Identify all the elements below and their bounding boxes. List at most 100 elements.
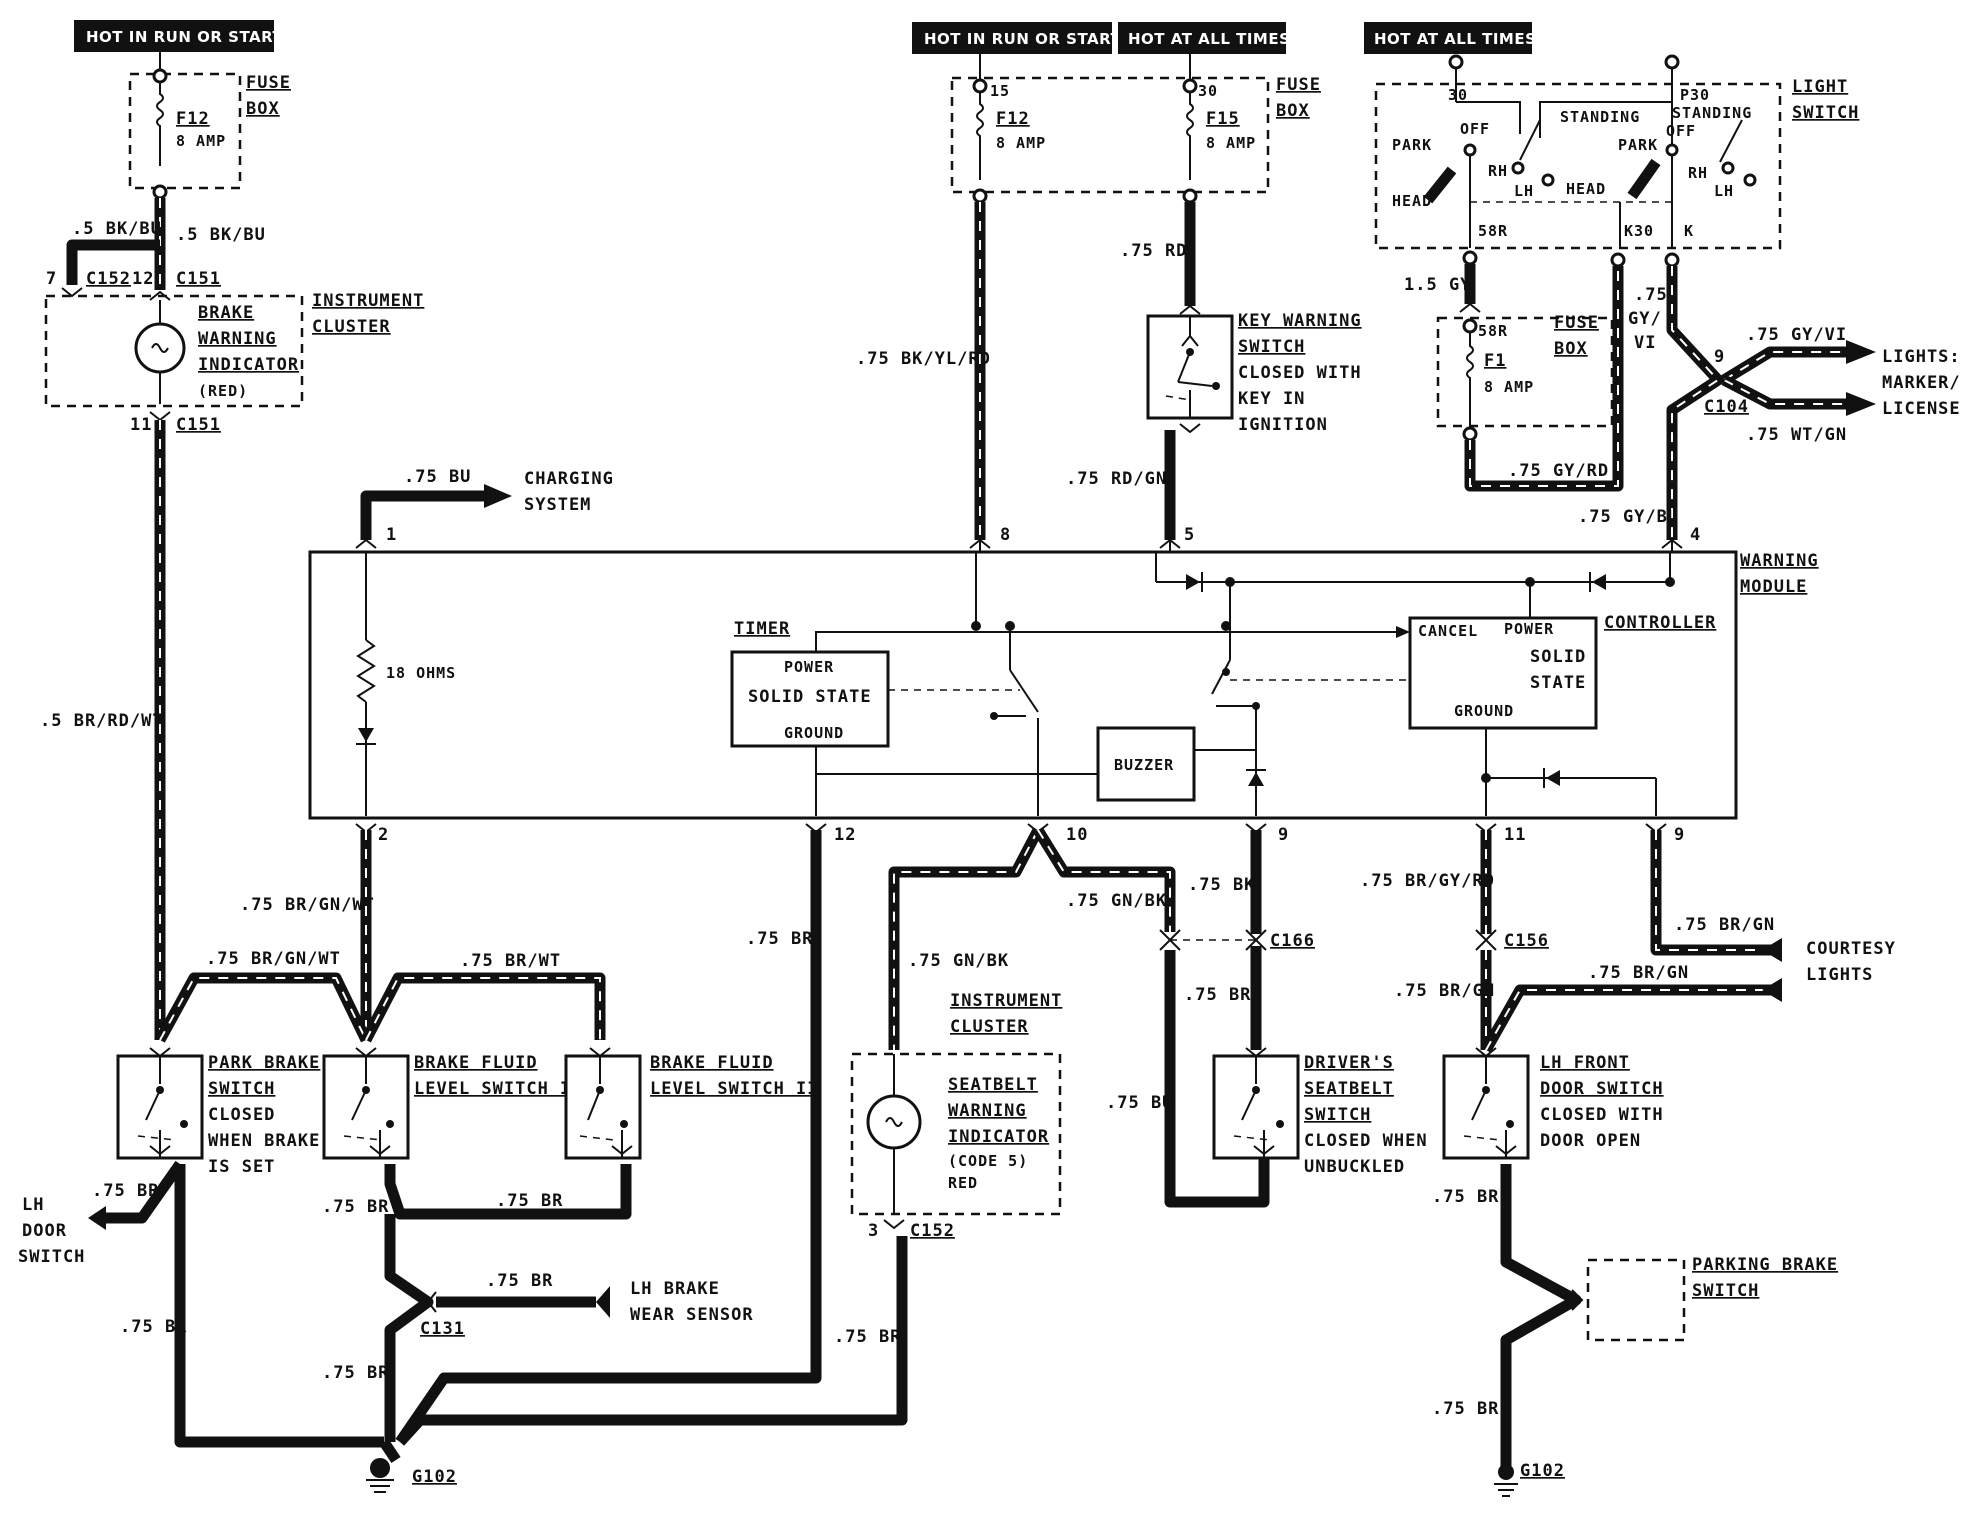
diagram-label: CLOSED WITH xyxy=(1540,1105,1664,1125)
diagram-label: CANCEL xyxy=(1418,622,1478,640)
diagram-label: .75 BR/GN xyxy=(1588,963,1689,983)
key-warning-switch: KEY WARNING SWITCH CLOSED WITH KEY IN IG… xyxy=(1146,311,1362,435)
diagram-label: K30 xyxy=(1624,222,1654,240)
diagram-label: LH BRAKE xyxy=(630,1279,720,1299)
diagram-label: CLOSED xyxy=(208,1105,275,1125)
diagram-label: IGNITION xyxy=(1238,415,1328,435)
diagram-label: 8 AMP xyxy=(1484,378,1534,396)
instrument-cluster-top: BRAKE WARNING INDICATOR (RED) INSTRUMENT… xyxy=(44,291,423,408)
diagram-label: (RED) xyxy=(198,382,248,400)
diagram-label: POWER xyxy=(1504,620,1554,638)
supply-label-mid-run: HOT IN RUN OR START xyxy=(912,22,1121,54)
diagram-label: .75 BU xyxy=(404,467,471,487)
diagram-label: .75 BR xyxy=(834,1327,901,1347)
fuse-box-title: FUSE xyxy=(1554,313,1599,333)
diagram-label: BRAKE FLUID xyxy=(650,1053,774,1073)
diagram-label: SWITCH xyxy=(1304,1105,1371,1125)
diagram-label: SWITCH xyxy=(208,1079,275,1099)
fuse-rating: 8 AMP xyxy=(176,132,226,150)
diagram-label: .75 BR xyxy=(322,1363,389,1383)
diagram-label: .75 GN/BK xyxy=(908,951,1009,971)
diagram-label: MARKER/ xyxy=(1882,373,1961,393)
brake-fluid-level-switch-2: BRAKE FLUID LEVEL SWITCH II xyxy=(564,1047,819,1160)
diagram-label: 18 OHMS xyxy=(386,664,456,682)
diagram-label: 8 AMP xyxy=(1206,134,1256,152)
diagram-label: .75 WT/GN xyxy=(1746,425,1847,445)
diagram-label: LIGHTS: xyxy=(1882,347,1961,367)
diagram-label: RH xyxy=(1488,162,1508,180)
diagram-label: GY/ xyxy=(1628,309,1662,329)
cluster-title: CLUSTER xyxy=(312,317,391,337)
diagram-label: 10 xyxy=(1066,825,1088,845)
fuse-box-left: F12 8 AMP FUSE BOX xyxy=(128,52,290,200)
cluster-title: CLUSTER xyxy=(950,1017,1029,1037)
diagram-label: 7 xyxy=(46,269,57,289)
diagram-label: HOT AT ALL TIMES xyxy=(1128,30,1290,48)
diagram-label: C152 xyxy=(86,269,131,289)
diagram-label: IS SET xyxy=(208,1157,275,1177)
diagram-label: .75 GN/BK xyxy=(1066,891,1167,911)
diagram-label: .75 BK/YL/RD xyxy=(856,349,991,369)
buzzer-label: BUZZER xyxy=(1114,756,1174,774)
diagram-label: LH xyxy=(1514,182,1534,200)
diagram-label: HEAD xyxy=(1392,192,1432,210)
diagram-label: 9 xyxy=(1714,347,1725,367)
diagram-label: OFF xyxy=(1666,122,1696,140)
diagram-label: F12 xyxy=(996,109,1030,129)
timer-label: TIMER xyxy=(734,619,790,639)
diagram-label: SWITCH xyxy=(1692,1281,1759,1301)
diagram-label: HOT IN RUN OR START xyxy=(86,28,284,46)
diagram-label: OFF xyxy=(1460,120,1490,138)
diagram-label: HOT AT ALL TIMES xyxy=(1374,30,1536,48)
diagram-label: SEATBELT xyxy=(948,1075,1038,1095)
diagram-label: .75 GY/RD xyxy=(1508,461,1609,481)
diagram-label: SOLID STATE xyxy=(748,687,872,707)
diagram-label: .75 BR xyxy=(486,1271,553,1291)
light-switch-title: LIGHT xyxy=(1792,77,1848,97)
diagram-label: GROUND xyxy=(784,724,844,742)
diagram-label: 1 xyxy=(386,525,397,545)
supply-label-right-always: HOT AT ALL TIMES xyxy=(1364,22,1536,54)
diagram-label: LEVEL SWITCH II xyxy=(650,1079,819,1099)
diagram-label: F1 xyxy=(1484,351,1506,371)
diagram-label: (CODE 5) xyxy=(948,1152,1028,1170)
diagram-label: C152 xyxy=(910,1221,955,1241)
diagram-label: KEY IN xyxy=(1238,389,1305,409)
diagram-label: G102 xyxy=(1520,1461,1565,1481)
diagram-label: KEY WARNING xyxy=(1238,311,1362,331)
fuse-box-right: 58R F1 8 AMP FUSE BOX xyxy=(1436,313,1614,442)
diagram-label: LH FRONT xyxy=(1540,1053,1630,1073)
brake-fluid-level-switch-1: BRAKE FLUID LEVEL SWITCH I xyxy=(322,1047,570,1160)
module-title: WARNING xyxy=(1740,551,1819,571)
diagram-label: .75 BR/WT xyxy=(460,951,561,971)
diagram-label: .75 BR xyxy=(1184,985,1251,1005)
fuse-box-title: BOX xyxy=(1554,339,1588,359)
light-switch: 30 P30 PARK OFF STANDING RH LH HEAD PARK… xyxy=(1374,54,1859,250)
diagram-label: 9 xyxy=(1674,825,1685,845)
diagram-label: .75 xyxy=(1634,285,1668,305)
diagram-label: LH xyxy=(22,1195,44,1215)
diagram-label: SWITCH xyxy=(18,1247,85,1267)
ground-g102-left: G102 xyxy=(366,1438,456,1493)
diagram-label: SOLID xyxy=(1530,647,1586,667)
diagram-label: .75 BR/GN/WT xyxy=(240,895,375,915)
diagram-label: .75 BR xyxy=(1432,1399,1499,1419)
diagram-label: WEAR SENSOR xyxy=(630,1305,754,1325)
diagram-label: CHARGING xyxy=(524,469,614,489)
lh-front-door-switch: LH FRONT DOOR SWITCH CLOSED WITH DOOR OP… xyxy=(1442,1047,1664,1160)
diagram-label: 8 xyxy=(1000,525,1011,545)
diagram-label: 58R xyxy=(1478,222,1508,240)
diagram-label: .75 BR xyxy=(496,1191,563,1211)
warning-module: WARNING MODULE 18 OHMS TIMER POWER SOLID… xyxy=(308,550,1819,820)
diagram-label: SEATBELT xyxy=(1304,1079,1394,1099)
diagram-label: PARK BRAKE xyxy=(208,1053,320,1073)
diagram-label: VI xyxy=(1634,333,1656,353)
diagram-label: .5 BK/BU xyxy=(176,225,266,245)
diagram-label: INDICATOR xyxy=(198,355,299,375)
diagram-label: INDICATOR xyxy=(948,1127,1049,1147)
park-brake-switch: PARK BRAKE SWITCH CLOSED WHEN BRAKE IS S… xyxy=(116,1047,320,1177)
diagram-label: .75 RD/GN xyxy=(1066,469,1167,489)
diagram-label: .75 BR xyxy=(92,1181,159,1201)
light-switch-title: SWITCH xyxy=(1792,103,1859,123)
